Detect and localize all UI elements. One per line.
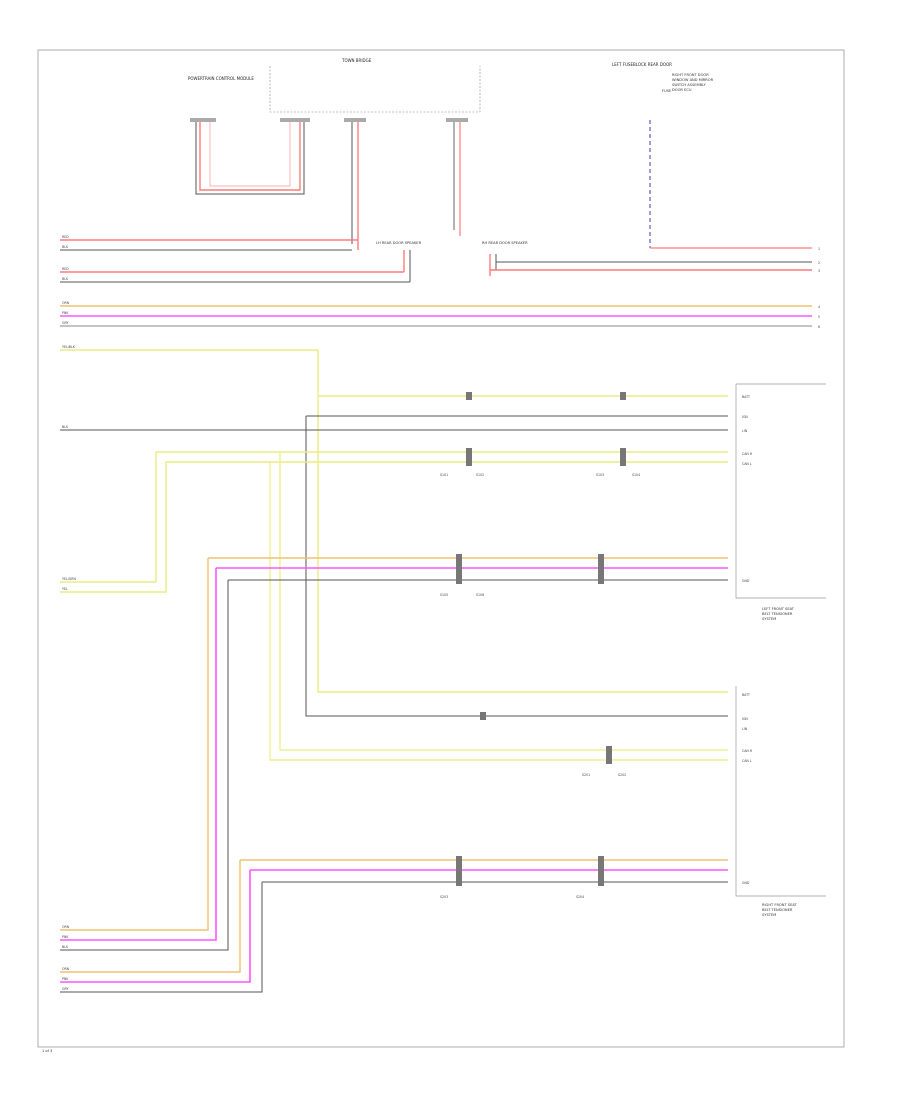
svg-text:S202: S202	[618, 773, 626, 777]
svg-text:S204: S204	[576, 895, 584, 899]
svg-text:PNK: PNK	[62, 977, 69, 981]
svg-text:RIGHT FRONT DOOR: RIGHT FRONT DOOR	[672, 73, 709, 77]
lh-rear-speaker-label: LH REAR DOOR SPEAKER	[376, 241, 422, 245]
svg-text:S102: S102	[476, 473, 484, 477]
svg-text:IGN: IGN	[742, 415, 748, 419]
svg-text:BLK: BLK	[62, 425, 69, 429]
component-label-top-left: POWERTRAIN CONTROL MODULE	[188, 76, 254, 81]
svg-text:PNK: PNK	[62, 311, 69, 315]
svg-text:SYSTEM: SYSTEM	[762, 617, 776, 621]
black-feed-wires: BLK	[60, 415, 728, 717]
splice-markers	[456, 392, 626, 886]
svg-text:CAN H: CAN H	[742, 452, 753, 456]
bus-right-speaker	[489, 254, 812, 276]
svg-text:ORN: ORN	[62, 967, 70, 971]
bus-tri-color-top: ORN PNK GRY	[60, 301, 812, 327]
svg-text:ORN: ORN	[62, 925, 70, 929]
svg-text:LIN: LIN	[742, 727, 748, 731]
svg-text:RED: RED	[62, 235, 69, 239]
svg-text:ORN: ORN	[62, 301, 70, 305]
violet-feed-wire	[649, 120, 812, 249]
fuse-item-label: FUSE	[662, 89, 672, 93]
svg-text:BLK: BLK	[62, 277, 69, 281]
svg-text:GRY: GRY	[62, 321, 68, 325]
svg-text:YEL: YEL	[62, 587, 68, 591]
top-left-wire-group	[190, 118, 310, 195]
svg-text:RED: RED	[62, 267, 69, 271]
svg-text:S104: S104	[632, 473, 640, 477]
svg-text:S105: S105	[440, 593, 448, 597]
svg-text:LEFT FRONT SEAT: LEFT FRONT SEAT	[762, 607, 795, 611]
svg-text:RIGHT FRONT SEAT: RIGHT FRONT SEAT	[762, 903, 798, 907]
svg-text:4: 4	[818, 305, 820, 309]
svg-text:IGN: IGN	[742, 717, 748, 721]
svg-text:S101: S101	[440, 473, 448, 477]
svg-text:YEL/GRN: YEL/GRN	[62, 577, 76, 581]
yellow-signal-wires: YEL/GRN YEL	[60, 451, 728, 761]
bottom-left-labels: ORN PNK BLK ORN PNK GRY	[62, 925, 70, 991]
junction-bracket	[269, 66, 481, 113]
bus-tri-color-middle	[60, 557, 728, 951]
svg-text:PNK: PNK	[62, 935, 69, 939]
yellow-feed-wires: YEL/BLK	[60, 345, 728, 693]
svg-text:CAN H: CAN H	[742, 749, 753, 753]
svg-text:S203: S203	[440, 895, 448, 899]
svg-text:6: 6	[818, 325, 820, 329]
svg-text:S103: S103	[596, 473, 604, 477]
svg-text:BELT TENSIONER: BELT TENSIONER	[762, 908, 793, 912]
fuse-block-label: LEFT FUSEBLOCK REAR DOOR	[612, 62, 672, 67]
svg-text:BATT: BATT	[742, 395, 750, 399]
footer-page-label: 1 of 3	[42, 1049, 52, 1053]
svg-text:BATT: BATT	[742, 693, 750, 697]
bus-red-group-2: RED BLK	[60, 250, 411, 283]
svg-text:2: 2	[818, 261, 820, 265]
svg-text:SYSTEM: SYSTEM	[762, 913, 776, 917]
svg-text:LIN: LIN	[742, 429, 748, 433]
svg-text:BLK: BLK	[62, 945, 69, 949]
svg-text:GND: GND	[742, 881, 750, 885]
bus-red-group-1: RED BLK	[60, 235, 358, 251]
component-label-battery-junction: TOWN BRIDGE	[341, 58, 372, 63]
svg-text:GND: GND	[742, 579, 750, 583]
svg-text:CAN L: CAN L	[742, 759, 752, 763]
svg-text:S201: S201	[582, 773, 590, 777]
svg-text:WINDOW AND MIRROR: WINDOW AND MIRROR	[672, 78, 714, 82]
svg-text:S106: S106	[476, 593, 484, 597]
seat-module-left: BATT IGN LIN CAN H CAN L GND LEFT FRONT …	[735, 383, 826, 621]
svg-text:DOOR ECU: DOOR ECU	[672, 88, 692, 92]
top-center-wires	[344, 118, 468, 250]
bus-tri-color-lower	[60, 859, 728, 993]
right-top-notes: RIGHT FRONT DOOR WINDOW AND MIRROR SWITC…	[672, 73, 714, 92]
svg-text:1: 1	[818, 247, 820, 251]
svg-text:3: 3	[818, 269, 820, 273]
svg-text:YEL/BLK: YEL/BLK	[62, 345, 76, 349]
svg-text:CAN L: CAN L	[742, 462, 752, 466]
splice-labels: S101 S102 S103 S104 S105 S106 S201 S202 …	[440, 473, 640, 899]
svg-text:BLK: BLK	[62, 245, 69, 249]
rh-rear-speaker-label: RH REAR DOOR SPEAKER	[482, 241, 528, 245]
svg-text:5: 5	[818, 315, 820, 319]
svg-text:GRY: GRY	[62, 987, 68, 991]
right-bus-pin-numbers: 1 2 3 4 5 6	[818, 247, 820, 329]
svg-text:BELT TENSIONER: BELT TENSIONER	[762, 612, 793, 616]
diagram-frame	[37, 49, 845, 1048]
seat-module-right: BATT IGN LIN CAN H CAN L GND RIGHT FRONT…	[735, 686, 826, 917]
svg-text:SWITCH ASSEMBLY: SWITCH ASSEMBLY	[672, 83, 707, 87]
